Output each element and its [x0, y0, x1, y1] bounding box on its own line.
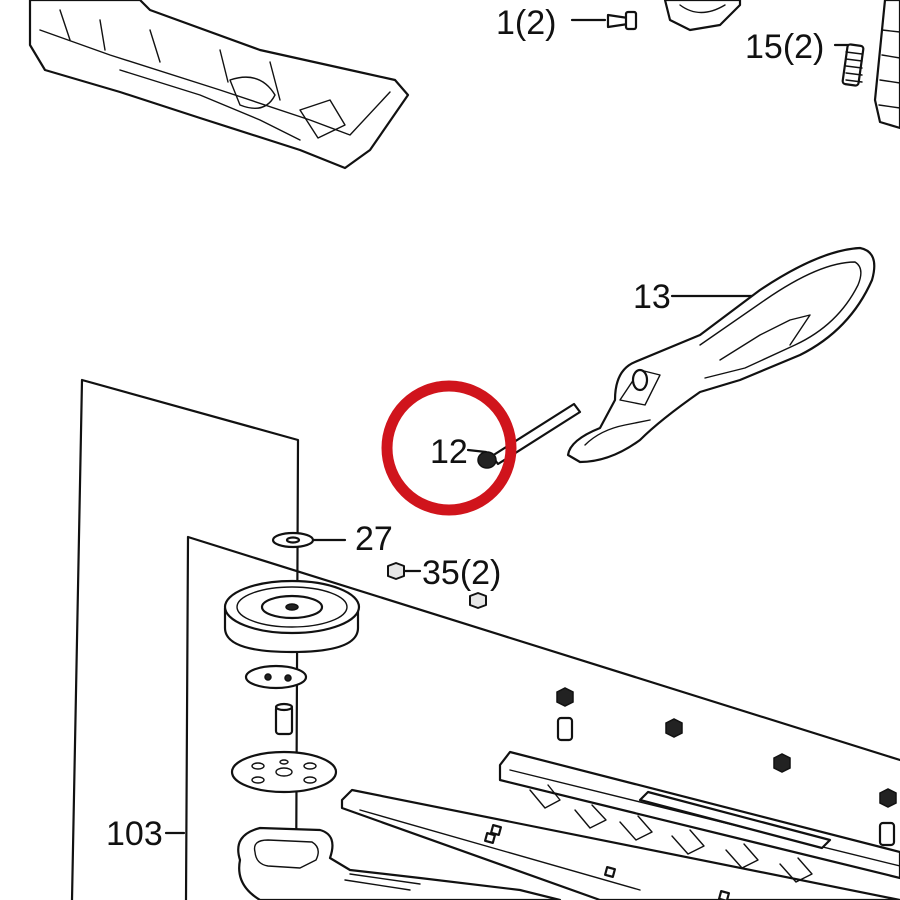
highlight-circle — [381, 380, 517, 516]
bushing-part — [274, 702, 294, 736]
connecting-rod-part — [237, 826, 562, 900]
blade-bar-part — [340, 750, 900, 900]
handle-part — [663, 0, 742, 32]
screw-part-1 — [570, 10, 638, 31]
callout-part-103: 103 — [106, 815, 163, 853]
cam-disc-part — [244, 664, 308, 690]
callout-part-13: 13 — [633, 278, 671, 316]
perforated-plate-part — [230, 750, 338, 794]
spring-part-15 — [833, 43, 865, 87]
outline-box-inner — [184, 535, 900, 900]
callout-part-35: 35(2) — [422, 554, 502, 592]
blade-fastener-set — [556, 687, 897, 847]
right-handle-edge — [873, 0, 900, 130]
pin-part-12 — [466, 402, 582, 469]
washer-part-27 — [271, 531, 347, 549]
callout-part-15: 15(2) — [745, 28, 825, 66]
callout-part-12: 12 — [430, 433, 468, 471]
nut-part-35 — [387, 562, 487, 609]
upper-housing-part — [28, 0, 410, 170]
drive-gear-part — [223, 579, 361, 654]
trigger-lever-part-13 — [566, 246, 876, 464]
callout-part-1: 1(2) — [496, 4, 557, 42]
outline-box-103 — [70, 378, 300, 900]
callout-part-27: 27 — [355, 520, 393, 558]
